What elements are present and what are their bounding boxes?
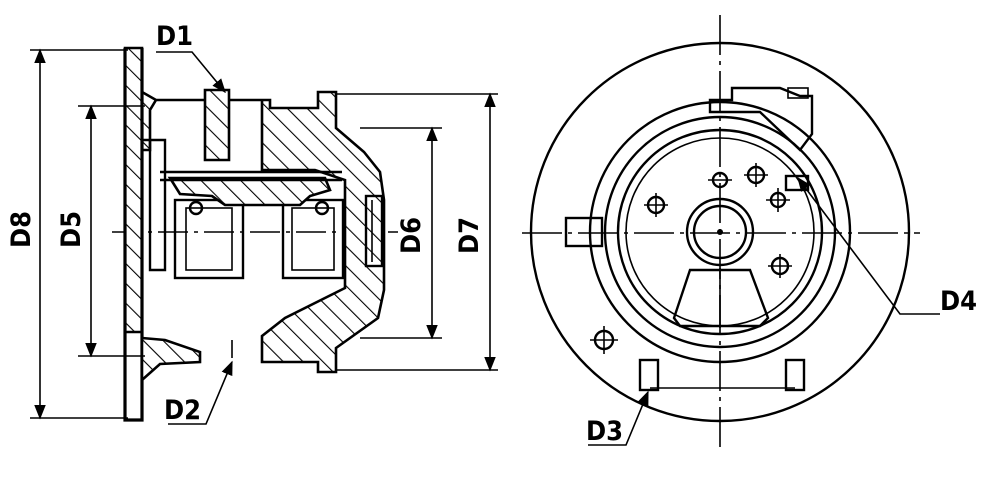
inner-rib	[142, 138, 167, 272]
keyway	[564, 216, 604, 248]
mounting-stud-right	[784, 358, 806, 392]
bolt-head-right	[314, 200, 330, 216]
body-ring-mid	[603, 115, 837, 349]
gear-block-right	[281, 198, 345, 280]
d6-label: D6	[396, 217, 427, 254]
d7-label: D7	[454, 217, 485, 254]
shaft-outer	[685, 197, 755, 267]
d2-label: D2	[164, 395, 201, 426]
outer-flange-circle	[529, 41, 911, 423]
top-bracket	[708, 86, 814, 152]
d3-label: D3	[586, 416, 623, 447]
bolt-holes	[590, 163, 792, 354]
shaft-inner	[692, 204, 748, 260]
drive-block	[672, 268, 770, 328]
d8-label: D8	[6, 211, 37, 248]
section-view: D5 D8 D6 D7 D1 D2	[6, 21, 498, 426]
flange-body	[123, 46, 386, 374]
mounting-stud-left	[638, 358, 660, 392]
d2-leader	[168, 360, 233, 425]
d4-label: D4	[940, 286, 977, 317]
end-view: D3 D4	[522, 15, 977, 448]
d3-leader	[588, 390, 649, 446]
bolt-head-left	[188, 200, 204, 216]
d4-leader	[797, 176, 940, 315]
body-ring-outer	[588, 100, 852, 364]
d5-label: D5	[56, 211, 87, 248]
d1-leader	[156, 51, 226, 94]
gear-block-right-inner	[291, 207, 335, 271]
body-ring-inner	[616, 128, 824, 336]
gear-web	[167, 176, 332, 207]
lower-flange-foot	[140, 336, 202, 383]
gear-block-left	[173, 198, 245, 280]
d1-label: D1	[156, 21, 193, 52]
right-cap	[364, 194, 384, 268]
gear-block-left-inner	[185, 207, 233, 271]
flange-plate	[123, 48, 144, 422]
